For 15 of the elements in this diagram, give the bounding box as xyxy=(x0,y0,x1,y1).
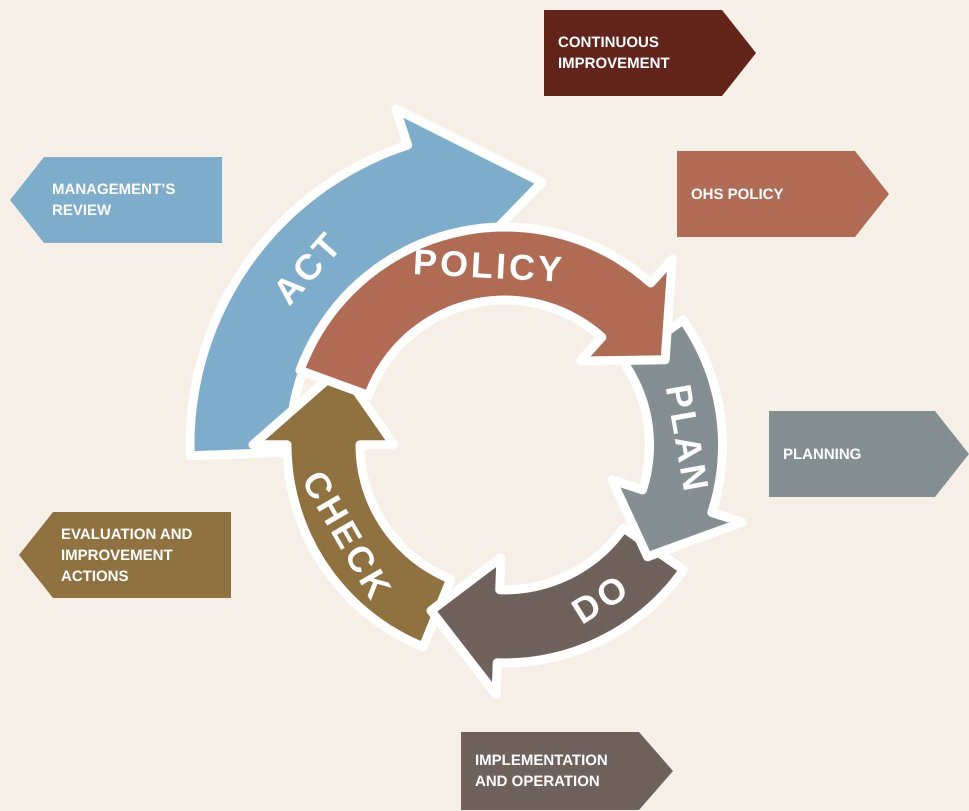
arrow-label: PLAN xyxy=(660,381,714,496)
tag-text: IMPLEMENTATION AND OPERATION xyxy=(475,751,609,792)
label-tag xyxy=(769,411,969,497)
tag-text: OHS POLICY xyxy=(691,184,785,204)
tag-text: MANAGEMENT’S REVIEW xyxy=(52,180,176,221)
tag-text: EVALUATION AND IMPROVEMENT ACTIONS xyxy=(61,524,194,586)
tag-text: PLANNING xyxy=(783,444,862,464)
arrow-label: DO xyxy=(566,568,636,630)
tag-text: CONTINUOUS IMPROVEMENT xyxy=(558,33,671,74)
label-tag xyxy=(19,512,231,598)
label-tag xyxy=(677,151,889,237)
label-tag xyxy=(461,732,673,810)
label-tag xyxy=(544,10,756,96)
arrow-label: POLICY xyxy=(412,244,566,288)
label-tag xyxy=(10,157,222,243)
